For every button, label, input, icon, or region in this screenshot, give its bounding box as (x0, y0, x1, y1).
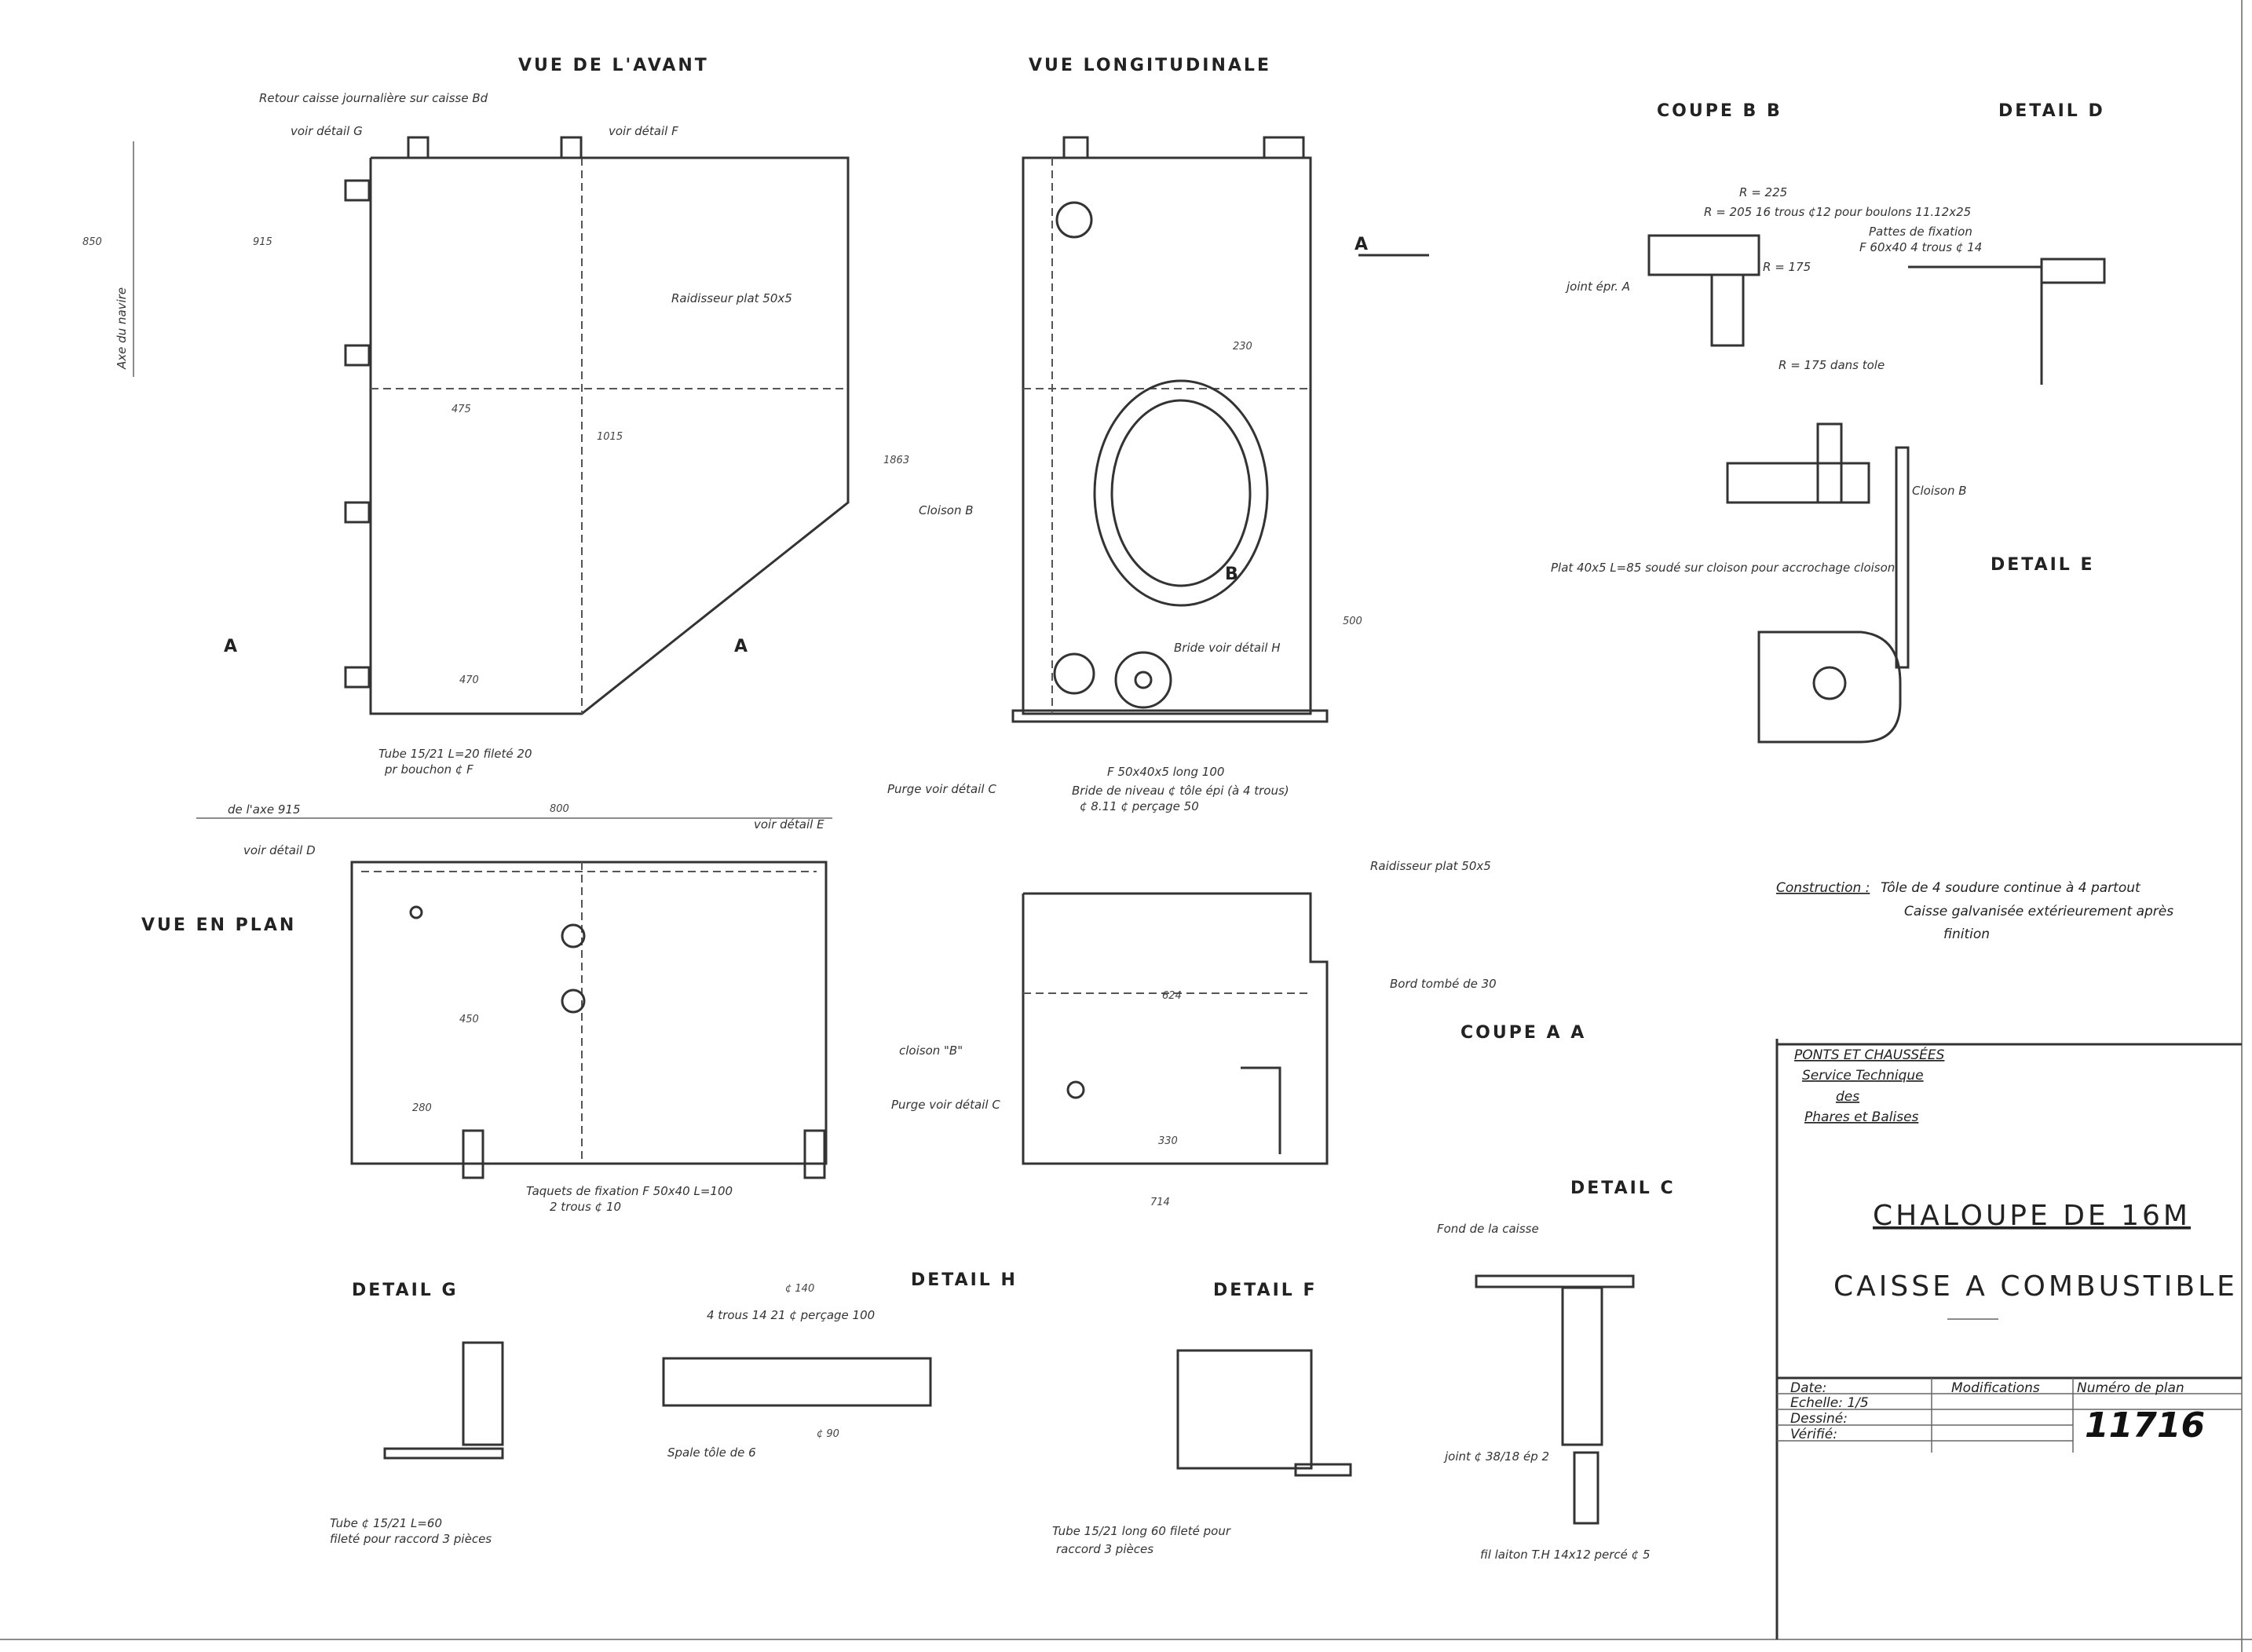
svg-text:1015: 1015 (597, 431, 623, 443)
svg-text:Service Technique: Service Technique (1802, 1068, 1924, 1084)
svg-text:fil laiton T.H 14x12 percé ¢ 5: fil laiton T.H 14x12 percé ¢ 5 (1480, 1548, 1651, 1562)
svg-text:1863: 1863 (883, 455, 909, 466)
svg-text:Cloison B: Cloison B (1912, 484, 1967, 498)
svg-text:624: 624 (1162, 990, 1182, 1002)
svg-text:voir détail D: voir détail D (243, 843, 316, 857)
svg-text:R = 205 16 trous ¢12 pour boul: R = 205 16 trous ¢12 pour boulons 11.12x… (1704, 205, 1971, 219)
svg-text:Axe du navire: Axe du navire (115, 287, 129, 370)
bottom-details: Tube ¢ 15/21 L=60 fileté pour raccord 3 … (330, 1222, 1651, 1562)
svg-text:finition: finition (1943, 927, 1990, 942)
svg-text:Bord tombé de 30: Bord tombé de 30 (1390, 977, 1497, 991)
heading-detail-e: DETAIL E (1991, 555, 2095, 575)
svg-text:de l'axe 915: de l'axe 915 (228, 802, 301, 817)
svg-text:450: 450 (459, 1014, 479, 1025)
svg-text:Caisse galvanisée extérieureme: Caisse galvanisée extérieurement après (1904, 904, 2173, 919)
coupe-aa-view: Raidisseur plat 50x5 Bord tombé de 30 cl… (891, 859, 1497, 1208)
svg-text:Cloison B: Cloison B (919, 503, 974, 517)
heading-coupe-bb: COUPE B B (1657, 101, 1782, 121)
svg-text:fileté pour raccord 3 pièces: fileté pour raccord 3 pièces (330, 1532, 492, 1546)
svg-text:raccord 3 pièces: raccord 3 pièces (1056, 1542, 1153, 1556)
svg-text:B: B (1225, 565, 1241, 584)
svg-text:Tôle de 4 soudure continue à 4: Tôle de 4 soudure continue à 4 partout (1881, 880, 2141, 896)
svg-text:Raidisseur plat 50x5: Raidisseur plat 50x5 (1370, 859, 1491, 873)
svg-text:500: 500 (1343, 616, 1362, 627)
svg-text:Date:: Date: (1790, 1380, 1826, 1396)
heading-detail-g: DETAIL G (352, 1281, 459, 1300)
heading-coupe-aa: COUPE A A (1461, 1023, 1586, 1043)
heading-plan: VUE EN PLAN (141, 916, 296, 935)
svg-text:Echelle: 1/5: Echelle: 1/5 (1790, 1395, 1869, 1411)
svg-text:Phares et Balises: Phares et Balises (1804, 1109, 1919, 1125)
view-headings: VUE DE L'AVANT VUE LONGITUDINALE COUPE B… (141, 56, 2105, 1300)
svg-text:470: 470 (459, 674, 479, 686)
svg-text:pr bouchon ¢ F: pr bouchon ¢ F (384, 762, 473, 777)
svg-text:F 50x40x5 long 100: F 50x40x5 long 100 (1107, 765, 1224, 779)
svg-text:Tube 15/21 L=20 fileté 20: Tube 15/21 L=20 fileté 20 (378, 747, 532, 761)
heading-longitudinal: VUE LONGITUDINALE (1029, 56, 1271, 75)
svg-text:Pattes de fixation: Pattes de fixation (1869, 225, 1972, 239)
svg-text:800: 800 (550, 803, 569, 815)
svg-text:Bride voir détail H: Bride voir détail H (1174, 641, 1281, 655)
drawing-subtitle: CAISSE A COMBUSTIBLE Bd (1833, 1270, 2252, 1303)
front-view: Retour caisse journalière sur caisse Bd … (82, 91, 909, 777)
svg-text:¢ 90: ¢ 90 (817, 1428, 839, 1440)
svg-text:¢ 140: ¢ 140 (785, 1283, 814, 1295)
longitudinal-view: A Cloison B Bride voir détail H Purge vo… (887, 136, 1429, 813)
svg-text:280: 280 (412, 1102, 432, 1114)
svg-text:Modifications: Modifications (1951, 1380, 2040, 1396)
svg-text:R = 175: R = 175 (1763, 260, 1811, 274)
drawing-title: CHALOUPE DE 16M (1873, 1200, 2191, 1232)
svg-text:915: 915 (253, 236, 272, 248)
svg-text:A: A (1354, 235, 1370, 254)
svg-text:joint épr. A: joint épr. A (1565, 280, 1630, 294)
svg-text:joint ¢ 38/18 ép 2: joint ¢ 38/18 ép 2 (1443, 1449, 1549, 1464)
svg-text:voir détail E: voir détail E (754, 817, 824, 831)
svg-text:Vérifié:: Vérifié: (1790, 1427, 1837, 1442)
svg-text:Tube ¢ 15/21 L=60: Tube ¢ 15/21 L=60 (330, 1516, 442, 1530)
title-block: PONTS ET CHAUSSÉES Service Technique des… (1775, 1039, 2252, 1639)
svg-text:Tube 15/21 long 60 fileté pour: Tube 15/21 long 60 fileté pour (1052, 1524, 1231, 1538)
svg-text:Purge voir détail C: Purge voir détail C (891, 1098, 1000, 1112)
svg-text:PONTS ET CHAUSSÉES: PONTS ET CHAUSSÉES (1794, 1046, 1945, 1063)
svg-text:Purge voir détail C: Purge voir détail C (887, 782, 996, 796)
heading-detail-d: DETAIL D (1998, 101, 2105, 121)
heading-front: VUE DE L'AVANT (518, 56, 709, 75)
heading-detail-h: DETAIL H (911, 1270, 1018, 1290)
svg-text:des: des (1836, 1089, 1859, 1105)
svg-text:A: A (224, 637, 239, 656)
svg-text:2 trous ¢ 10: 2 trous ¢ 10 (550, 1200, 621, 1214)
svg-text:A: A (734, 637, 750, 656)
svg-text:R = 175 dans tole: R = 175 dans tole (1779, 358, 1885, 372)
svg-text:330: 330 (1158, 1135, 1178, 1147)
svg-text:F 60x40 4 trous ¢ 14: F 60x40 4 trous ¢ 14 (1859, 240, 1982, 254)
construction-note: Construction : Tôle de 4 soudure continu… (1776, 880, 2173, 942)
svg-text:Bride de niveau ¢ tôle épi (à: Bride de niveau ¢ tôle épi (à 4 trous) (1072, 784, 1289, 798)
svg-text:714: 714 (1150, 1197, 1170, 1208)
svg-text:Retour caisse journalière sur: Retour caisse journalière sur caisse Bd (259, 91, 488, 105)
svg-text:Raidisseur plat 50x5: Raidisseur plat 50x5 (671, 291, 792, 305)
heading-detail-c: DETAIL C (1570, 1179, 1676, 1198)
svg-text:cloison "B": cloison "B" (899, 1043, 963, 1058)
svg-text:voir détail F: voir détail F (609, 124, 678, 138)
svg-text:Construction :: Construction : (1776, 880, 1870, 896)
svg-text:Fond de la caisse: Fond de la caisse (1437, 1222, 1539, 1236)
svg-text:4 trous 14 21 ¢ perçage 100: 4 trous 14 21 ¢ perçage 100 (707, 1308, 875, 1322)
svg-text:R = 225: R = 225 (1739, 185, 1787, 199)
svg-text:¢ 8.11 ¢ perçage 50: ¢ 8.11 ¢ perçage 50 (1080, 799, 1199, 813)
svg-text:Spale tôle de 6: Spale tôle de 6 (667, 1446, 756, 1460)
plan-view: de l'axe 915 voir détail E voir détail D… (196, 802, 832, 1214)
coupe-bb-detail-views: joint épr. A R = 225 R = 205 16 trous ¢1… (1551, 185, 2106, 744)
heading-detail-f: DETAIL F (1213, 1281, 1318, 1300)
svg-text:Numéro de plan: Numéro de plan (2077, 1380, 2184, 1396)
svg-text:Dessiné:: Dessiné: (1790, 1411, 1848, 1427)
svg-text:voir détail G: voir détail G (291, 124, 363, 138)
plan-number: 11716 (2085, 1405, 2205, 1446)
svg-text:Plat 40x5 L=85 soudé sur clois: Plat 40x5 L=85 soudé sur cloison pour ac… (1551, 561, 1895, 575)
svg-text:475: 475 (451, 404, 471, 415)
svg-text:230: 230 (1233, 341, 1252, 353)
svg-text:Taquets de fixation F 50x40 L=: Taquets de fixation F 50x40 L=100 (526, 1184, 733, 1198)
svg-text:850: 850 (82, 236, 102, 248)
